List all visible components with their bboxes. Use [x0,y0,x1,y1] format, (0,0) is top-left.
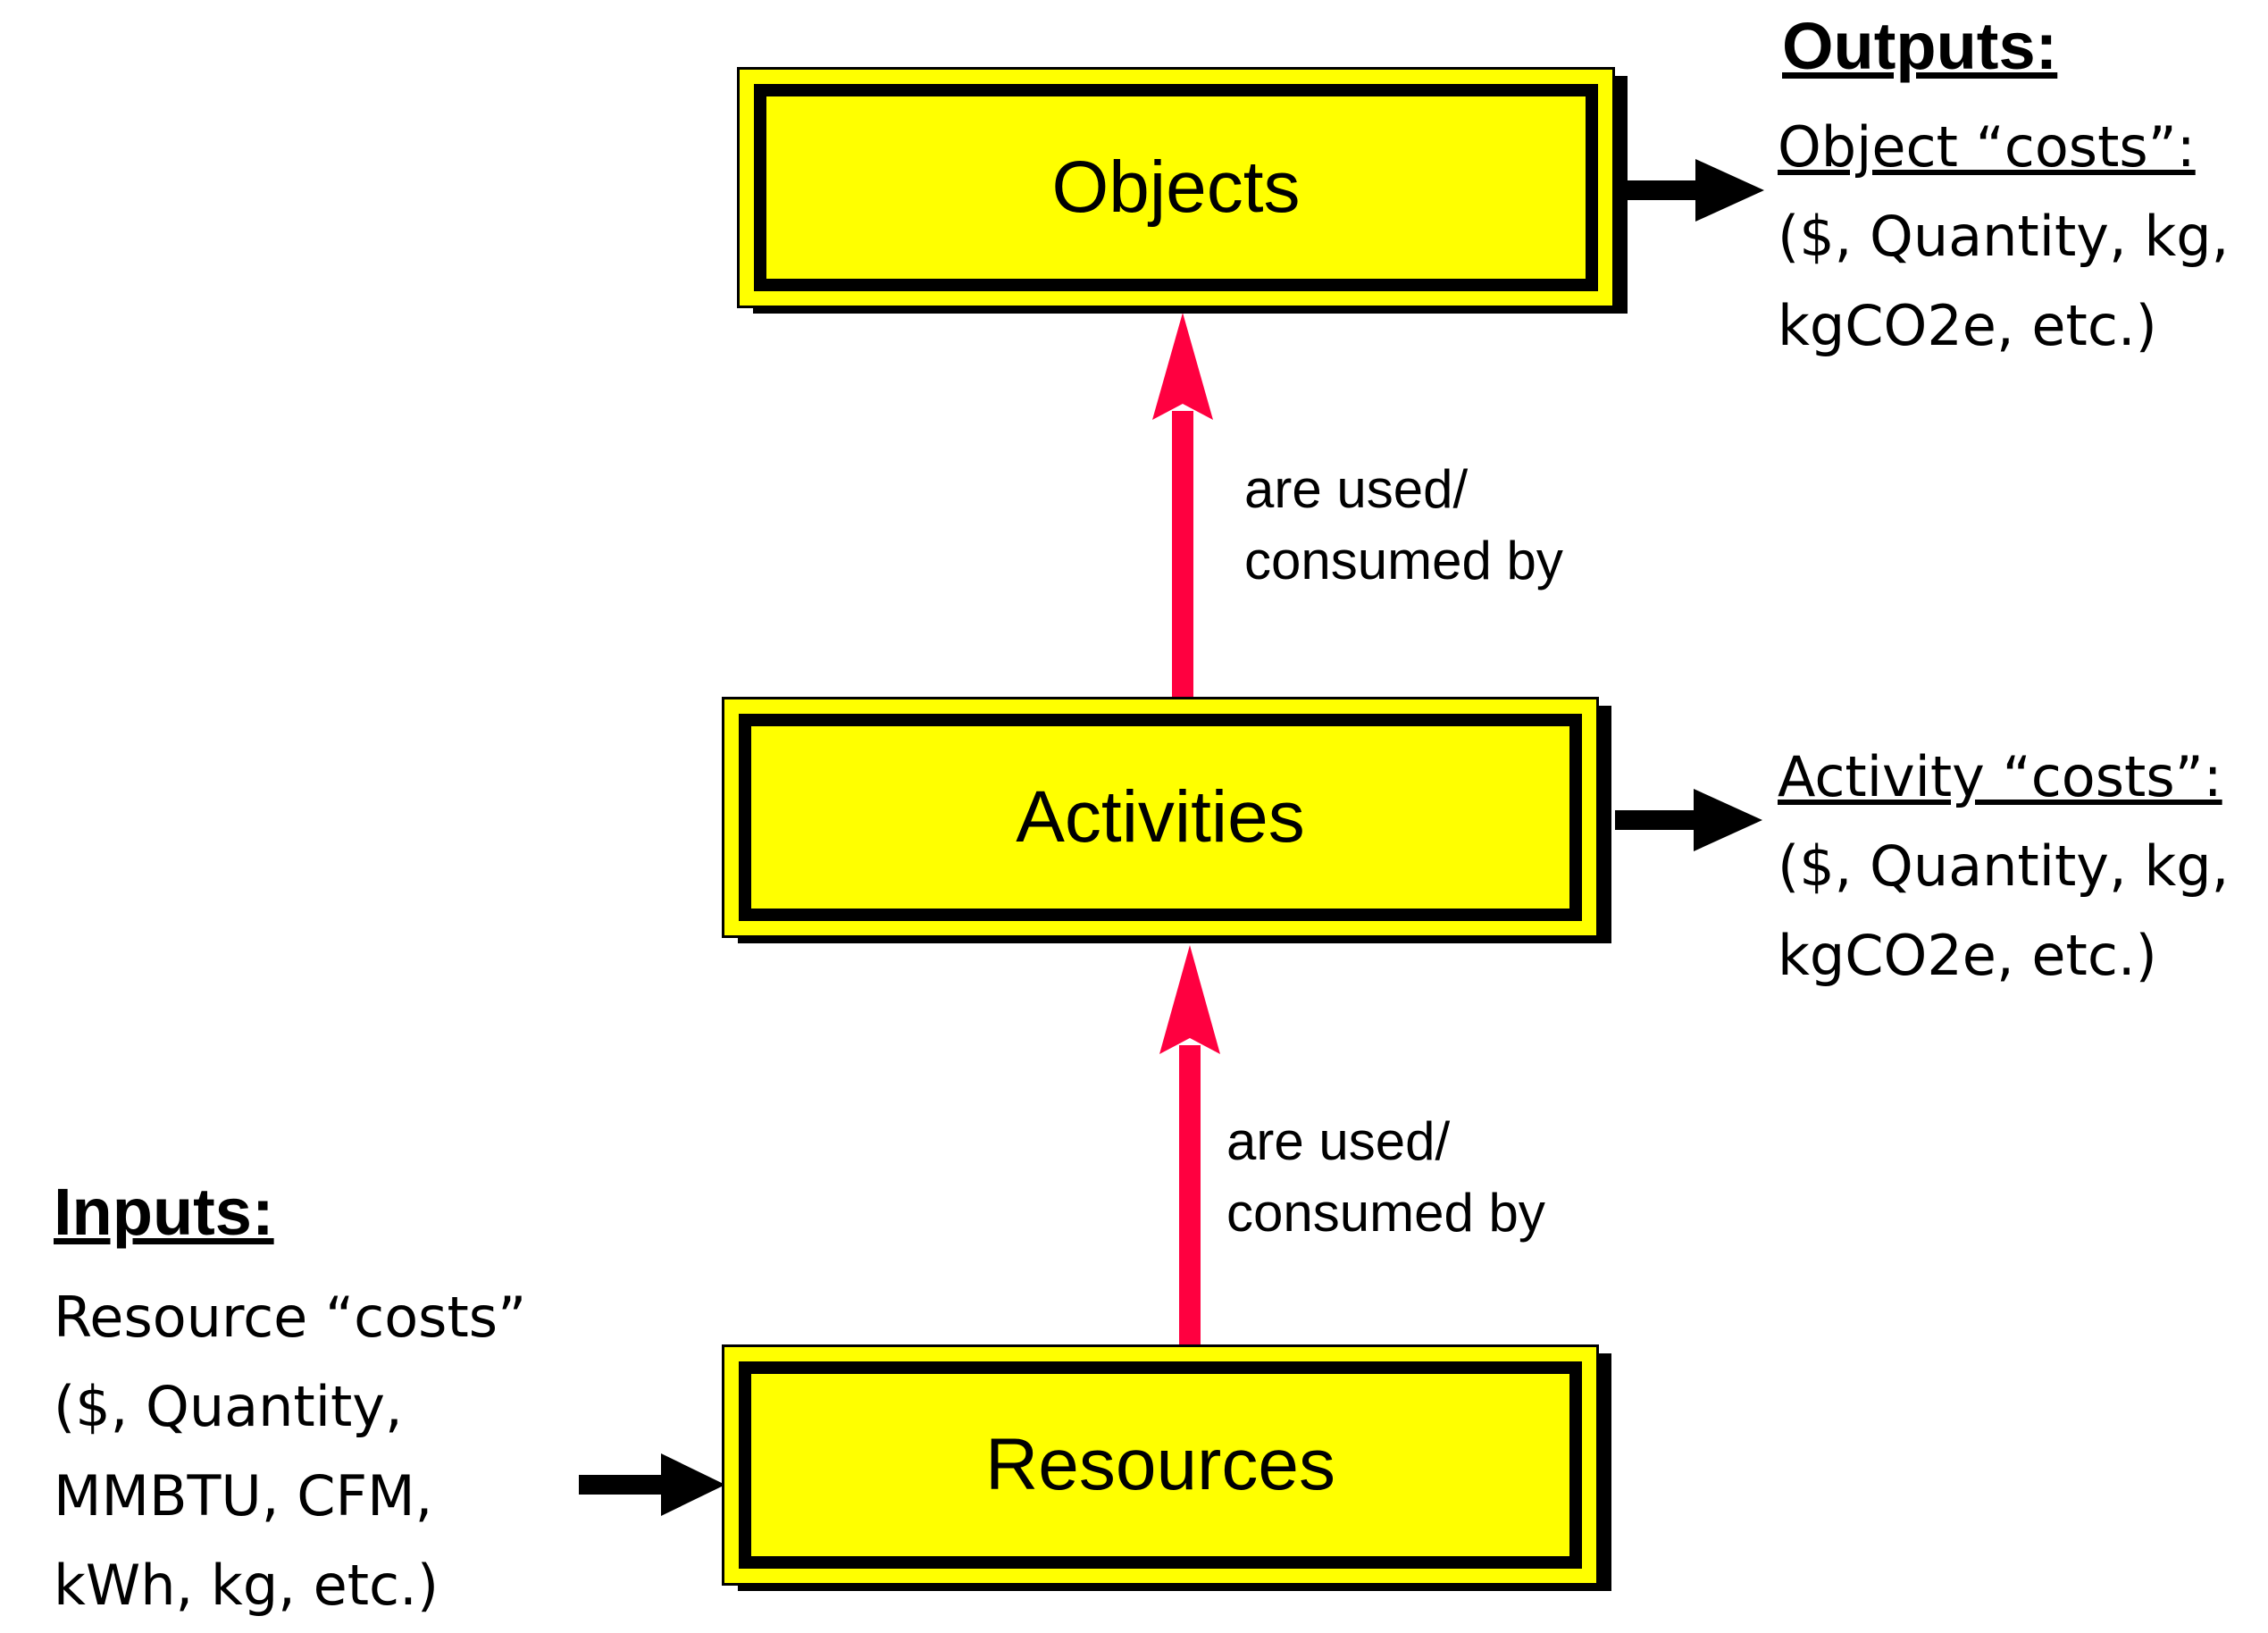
object-costs-title: Object “costs”: [1778,114,2196,180]
edge-label-activities-to-objects: are used/ consumed by [1244,454,1563,597]
activities-label: Activities [1016,776,1305,858]
objects-box: Objects [737,67,1615,308]
arrow-activities-to-objects [1152,313,1213,697]
resources-label: Resources [985,1424,1335,1505]
edge-label-resources-to-activities: are used/ consumed by [1226,1106,1545,1249]
arrow-activities-output [1615,789,1762,851]
arrow-resources-to-activities [1159,945,1220,1344]
resource-costs-line: kWh, kg, etc.) [54,1553,439,1618]
object-costs-line: ($, Quantity, kg, [1778,204,2230,269]
outputs-heading: Outputs: [1782,9,2058,83]
activity-costs-block: Activity “costs”: ($, Quantity, kg, kgCO… [1778,733,2229,1001]
edge-label-line: consumed by [1226,1183,1545,1243]
activity-costs-line: ($, Quantity, kg, [1778,833,2230,899]
objects-box-inner: Objects [754,84,1598,291]
edge-label-line: consumed by [1244,531,1563,590]
resources-box: Resources [722,1344,1599,1586]
objects-label: Objects [1051,147,1301,228]
arrow-resources-input [579,1453,725,1516]
object-costs-block: Object “costs”: ($, Quantity, kg, kgCO2e… [1778,103,2229,371]
edge-label-line: are used/ [1226,1111,1451,1171]
resources-box-inner: Resources [739,1361,1582,1569]
resource-costs-block: Resource “costs” ($, Quantity, MMBTU, CF… [54,1273,526,1630]
arrow-objects-output [1617,159,1764,222]
edge-label-line: are used/ [1244,459,1469,519]
activities-box-inner: Activities [739,714,1582,921]
activity-costs-line: kgCO2e, etc.) [1778,923,2157,988]
resource-costs-title: Resource “costs” [54,1285,527,1350]
resource-costs-line: MMBTU, CFM, [54,1463,433,1528]
activity-costs-title: Activity “costs”: [1778,744,2222,809]
activities-box: Activities [722,697,1599,938]
resource-costs-line: ($, Quantity, [54,1374,403,1439]
object-costs-line: kgCO2e, etc.) [1778,293,2157,358]
inputs-heading: Inputs: [54,1175,274,1249]
